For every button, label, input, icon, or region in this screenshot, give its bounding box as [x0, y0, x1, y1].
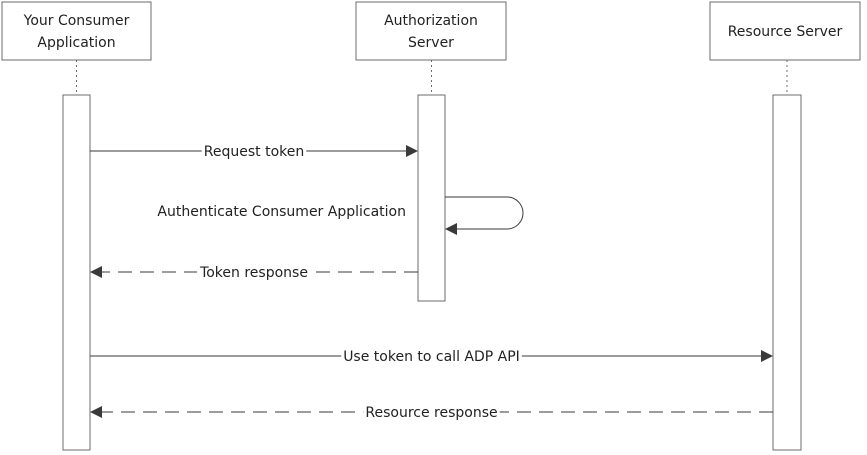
message-label-bg: [341, 349, 522, 365]
arrow-head: [90, 266, 102, 278]
participant-label: Application: [37, 35, 115, 51]
message-label-bg: [197, 265, 310, 281]
activation-bar-resource: [772, 94, 802, 451]
participant-resource: Resource Server: [709, 1, 861, 61]
arrow-head: [445, 223, 457, 235]
message-5: Resource response: [90, 405, 773, 421]
message-3: Token response: [90, 265, 418, 281]
message-4: Use token to call ADP API: [90, 349, 773, 365]
participant-label: Resource Server: [728, 24, 843, 40]
message-label: Authenticate Consumer Application: [157, 204, 406, 220]
participant-label: Your Consumer: [23, 13, 130, 29]
activation-bars: [62, 94, 802, 451]
message-label-bg: [363, 405, 500, 421]
message-label: Use token to call ADP API: [343, 349, 520, 365]
arrow-head: [90, 406, 102, 418]
message-2: Authenticate Consumer Application: [157, 196, 524, 235]
participant-label: Server: [408, 35, 454, 51]
lifelines: [76, 60, 788, 95]
activation-bar-auth: [417, 94, 446, 302]
participant-box-resource: [709, 1, 861, 61]
arrow-head: [406, 145, 418, 157]
message-label: Resource response: [365, 405, 497, 421]
message-1: Request token: [90, 144, 418, 160]
participant-label: Authorization: [384, 13, 478, 29]
arrow-head: [761, 350, 773, 362]
participant-box-consumer: [1, 1, 152, 61]
participant-box-auth: [355, 1, 507, 61]
message-label: Request token: [204, 144, 304, 160]
message-label: Token response: [199, 265, 308, 281]
message-label-bg: [201, 144, 307, 160]
activation-bar-consumer: [62, 94, 91, 451]
self-message-line: [445, 196, 524, 230]
